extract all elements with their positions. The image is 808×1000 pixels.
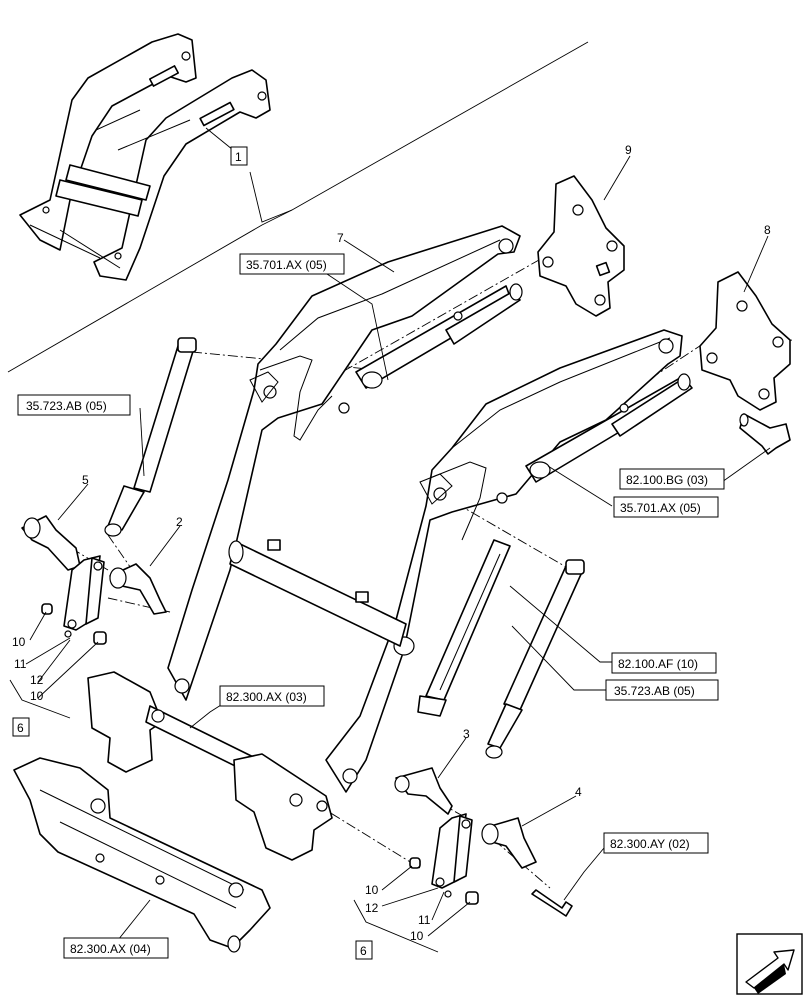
mounting-frame-upper bbox=[87, 671, 333, 861]
callout-11: 11 bbox=[418, 913, 431, 927]
callout-8: 8 bbox=[764, 223, 771, 237]
lever-part-5 bbox=[21, 515, 81, 571]
callout-7: 7 bbox=[337, 231, 344, 245]
callout-10: 10 bbox=[12, 635, 26, 649]
boxed-item-6: 6 bbox=[12, 717, 30, 737]
lever-part-2 bbox=[109, 563, 167, 615]
callout-2: 2 bbox=[176, 515, 183, 529]
loader-overview-thumbnail bbox=[19, 33, 271, 281]
link-plate-left bbox=[41, 555, 107, 645]
mounting-bolt bbox=[531, 889, 573, 917]
bucket-cylinder-upper bbox=[355, 283, 523, 389]
svg-text:35.723.AB (05): 35.723.AB (05) bbox=[614, 684, 695, 698]
svg-text:35.701.AX (05): 35.701.AX (05) bbox=[246, 258, 327, 272]
svg-text:35.723.AB (05): 35.723.AB (05) bbox=[26, 399, 107, 413]
boxed-item-1: 1 bbox=[230, 146, 248, 166]
lift-cylinder-left bbox=[104, 337, 197, 537]
boxed-item-6: 6 bbox=[355, 940, 373, 960]
reference-82-100-af: 82.100.AF (10) bbox=[611, 652, 717, 674]
bucket-cylinder-lower bbox=[525, 373, 693, 483]
callout-11: 11 bbox=[14, 657, 27, 671]
reference-35-701-ax-lower: 35.701.AX (05) bbox=[613, 496, 719, 518]
callout-4: 4 bbox=[575, 785, 582, 799]
right-loader-arm bbox=[325, 329, 683, 793]
link-plate-right bbox=[409, 813, 479, 905]
callout-12: 12 bbox=[365, 901, 379, 915]
callout-5: 5 bbox=[82, 473, 89, 487]
reference-35-701-ax-upper: 35.701.AX (05) bbox=[239, 253, 345, 275]
reference-82-300-ay: 82.300.AY (02) bbox=[603, 832, 709, 854]
callout-3: 3 bbox=[463, 727, 470, 741]
cross-tube bbox=[228, 539, 407, 647]
left-loader-arm bbox=[167, 225, 521, 701]
reference-35-723-ab-right: 35.723.AB (05) bbox=[605, 679, 719, 701]
svg-text:82.300.AY (02): 82.300.AY (02) bbox=[610, 837, 690, 851]
lever-part-4 bbox=[481, 817, 537, 869]
reference-82-300-ax-04: 82.300.AX (04) bbox=[63, 937, 169, 959]
callout-10: 10 bbox=[410, 929, 424, 943]
mounting-bracket-9 bbox=[537, 175, 625, 317]
separator-line bbox=[7, 41, 589, 373]
callout-10: 10 bbox=[30, 689, 44, 703]
reference-82-100-bg: 82.100.BG (03) bbox=[619, 468, 725, 490]
callout-12: 12 bbox=[30, 673, 44, 687]
callout-9: 9 bbox=[625, 143, 632, 157]
svg-text:1: 1 bbox=[235, 150, 242, 164]
parallel-linkage-rod bbox=[417, 539, 511, 717]
mounting-bracket-8 bbox=[699, 271, 791, 411]
hinge-pin bbox=[739, 413, 791, 455]
lift-cylinder-right bbox=[485, 559, 585, 759]
callout-10: 10 bbox=[365, 883, 379, 897]
mounting-frame-lower bbox=[13, 757, 271, 953]
next-page-arrow-icon[interactable] bbox=[736, 933, 803, 995]
svg-text:82.100.BG (03): 82.100.BG (03) bbox=[626, 473, 708, 487]
svg-text:6: 6 bbox=[360, 944, 367, 958]
svg-text:35.701.AX (05): 35.701.AX (05) bbox=[620, 501, 701, 515]
svg-text:82.300.AX (04): 82.300.AX (04) bbox=[70, 942, 151, 956]
lever-part-3 bbox=[394, 767, 453, 815]
svg-text:6: 6 bbox=[17, 721, 24, 735]
svg-text:82.100.AF (10): 82.100.AF (10) bbox=[618, 657, 698, 671]
svg-text:82.300.AX (03): 82.300.AX (03) bbox=[226, 690, 307, 704]
separator-pointer bbox=[249, 171, 293, 223]
reference-35-723-ab-left: 35.723.AB (05) bbox=[17, 394, 131, 416]
reference-82-300-ax-03: 82.300.AX (03) bbox=[219, 685, 325, 707]
